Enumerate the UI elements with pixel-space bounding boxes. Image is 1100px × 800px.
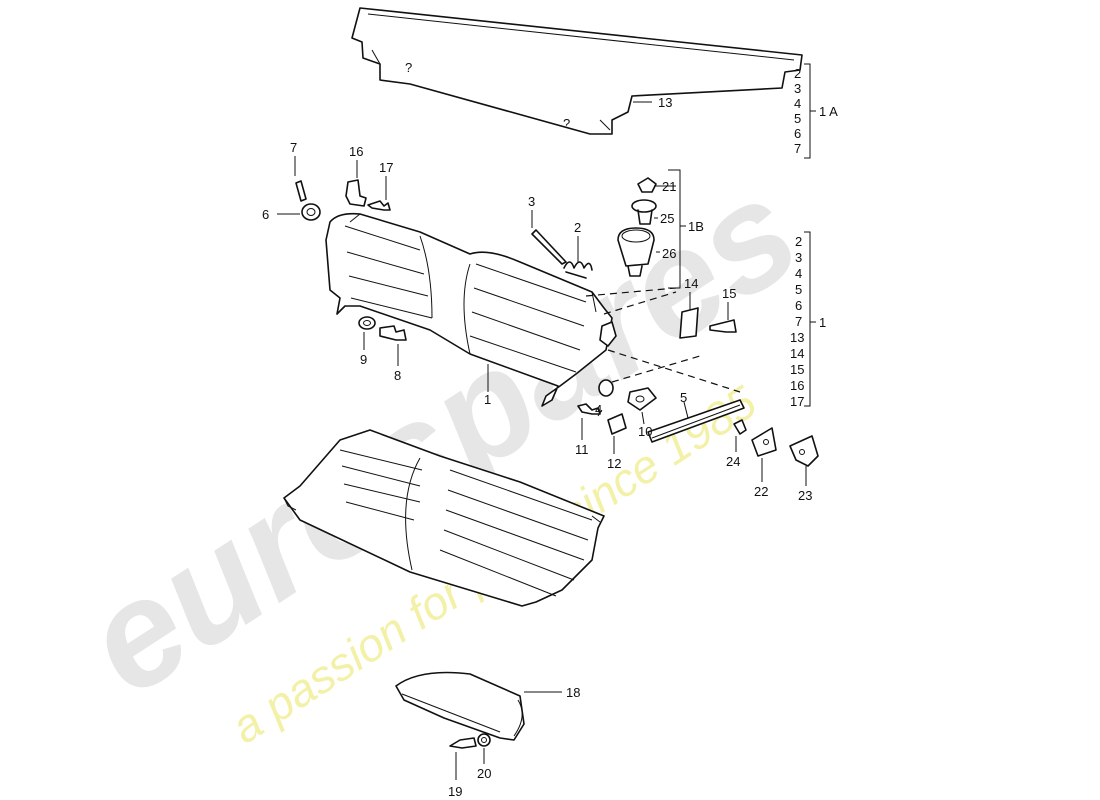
rear-seat-cushion [283,429,605,607]
callout-1: 1 [484,392,491,407]
pin-7 [295,180,307,202]
callout-5: 5 [680,390,687,405]
group-1-item: 14 [790,346,804,361]
bolster-18 [395,671,525,741]
callout-10: 10 [638,424,652,439]
callout-1b: 1B [688,219,704,234]
callout-24: 24 [726,454,740,469]
guide-dash-3 [585,287,677,297]
group-1-item: 3 [795,250,802,265]
parcel-shelf-panel: ? ? [351,7,803,135]
group-1-label: 1 [819,315,826,330]
bracket-22 [751,427,777,457]
bolt-15 [709,319,737,333]
screw-19 [449,737,477,749]
guide-dash-4 [603,291,677,315]
callout-22: 22 [754,484,768,499]
callout-6: 6 [262,207,269,222]
cap-21 [637,177,657,193]
screw-24 [733,419,747,435]
bracket-23 [789,435,819,467]
svg-text:?: ? [563,116,570,131]
callout-15: 15 [722,286,736,301]
washer-6 [301,203,321,221]
group-1a-item: 4 [794,96,801,111]
group-1a: 2 3 4 5 6 7 1 A [794,63,838,159]
clip-12 [607,413,627,435]
group-1-item: 6 [795,298,802,313]
group-1-item: 5 [795,282,802,297]
group-1a-item: 6 [794,126,801,141]
spring-2 [563,261,593,279]
screw-17 [367,200,391,211]
callout-4: 4 [595,402,602,417]
callout-20: 20 [477,766,491,781]
knob-25 [631,199,657,225]
callout-2: 2 [574,220,581,235]
callout-18: 18 [566,685,580,700]
callout-26: 26 [662,246,676,261]
group-1-item: 4 [795,266,802,281]
group-1a-item: 7 [794,141,801,156]
watermark: eurospares a passion for parts since 198… [56,145,826,753]
callout-23: 23 [798,488,812,503]
group-1: 2 3 4 5 6 7 13 14 15 16 17 1 [790,231,826,409]
bumper [598,379,614,397]
callout-9: 9 [360,352,367,367]
callout-3: 3 [528,194,535,209]
callout-17: 17 [379,160,393,175]
group-1-item: 7 [795,314,802,329]
callout-12: 12 [607,456,621,471]
latch [599,321,617,347]
callout-8: 8 [394,368,401,383]
washer-20 [477,733,491,747]
group-1a-item: 3 [794,81,801,96]
callout-11: 11 [575,442,589,457]
leader-lines [277,101,807,780]
callout-7: 7 [290,140,297,155]
callout-16: 16 [349,144,363,159]
callout-labels: 13 7 6 16 17 3 2 21 25 26 1B 14 15 9 8 1… [262,95,812,799]
group-1-item: 15 [790,362,804,377]
callout-21: 21 [662,179,676,194]
housing-26 [617,227,655,277]
bolt-8 [379,325,407,341]
strip-5 [647,399,745,443]
callout-14: 14 [684,276,698,291]
bracket-10 [627,387,657,411]
group-1a-item: 2 [794,66,801,81]
group-1-item: 16 [790,378,804,393]
group-1-item: 17 [790,394,804,409]
washer-9 [358,316,376,330]
callout-13: 13 [658,95,672,110]
group-1a-label: 1 A [819,104,838,119]
callout-19: 19 [448,784,462,799]
group-1-item: 13 [790,330,804,345]
screw-3 [531,229,567,265]
plate-14 [679,307,699,339]
hook-16 [345,179,367,207]
guide-dash-2 [611,355,701,383]
group-1-item: 2 [795,234,802,249]
screw-11 [577,403,601,415]
group-1a-item: 5 [794,111,801,126]
callout-25: 25 [660,211,674,226]
svg-text:?: ? [405,60,412,75]
